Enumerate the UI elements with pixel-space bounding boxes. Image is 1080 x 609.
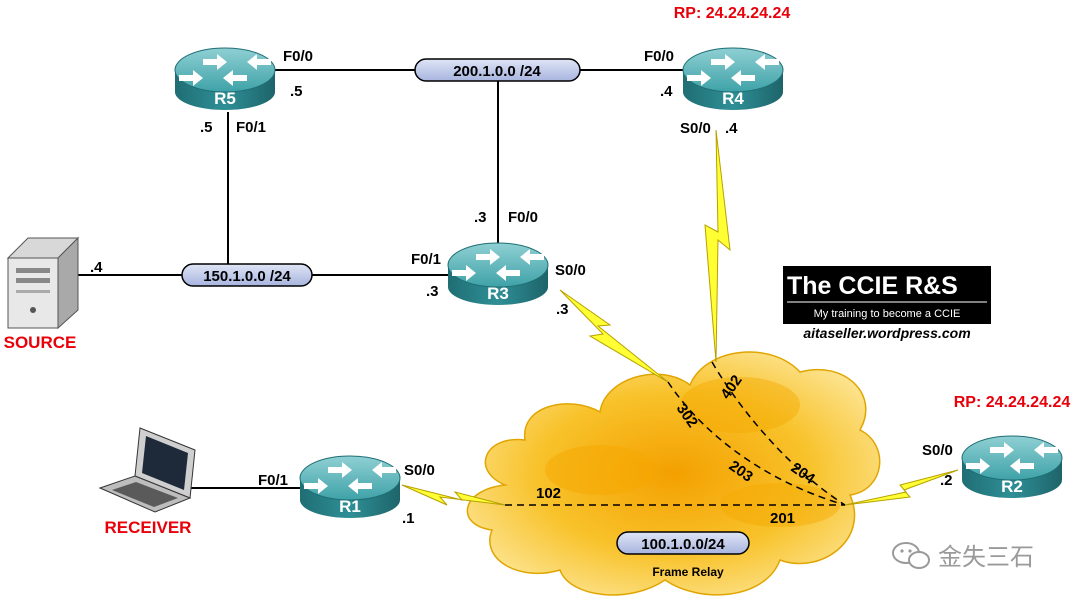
router-r2[interactable]: R2 [961, 435, 1063, 498]
network-200-label: 200.1.0.0 /24 [453, 63, 541, 80]
router-r1-label: R1 [339, 497, 361, 516]
receiver-laptop[interactable]: RECEIVER [98, 427, 196, 537]
watermark-text: 金失三石 [938, 544, 1034, 571]
logo-url[interactable]: aitaseller.wordpress.com [803, 325, 970, 341]
receiver-label: RECEIVER [105, 518, 192, 537]
network-100-label: 100.1.0.0/24 [641, 536, 725, 553]
r1-s00-ip: .1 [402, 510, 415, 527]
chat-bubble-icon [892, 542, 930, 569]
r3-s00-ip: .3 [556, 301, 569, 318]
r1-f01-label: F0/1 [258, 472, 288, 489]
r5-f00-label: F0/0 [283, 48, 313, 65]
dlci-201: 201 [770, 510, 795, 527]
network-200: 200.1.0.0 /24 [414, 58, 581, 82]
r3-f01-label: F0/1 [411, 251, 441, 268]
r4-rp-label: RP: 24.24.24.24 [674, 5, 791, 22]
r4-f00-ip: .4 [660, 83, 673, 100]
interface-labels: F0/0 .5 F0/1 .5 F0/0 .4 S0/0 .4 .3 F0/0 … [90, 48, 953, 527]
r5-f00-ip: .5 [290, 83, 303, 100]
router-r5[interactable]: R5 [174, 47, 276, 110]
r4-s00-ip: .4 [725, 120, 738, 137]
router-r4-label: R4 [722, 89, 744, 108]
r3-s00-label: S0/0 [555, 262, 586, 279]
serial-links [401, 129, 959, 506]
source-server[interactable]: SOURCE [4, 236, 80, 352]
frame-relay-pvcs [505, 361, 846, 506]
router-r3[interactable]: R3 [447, 242, 549, 305]
ccie-logo[interactable]: The CCIE R&S My training to become a CCI… [783, 266, 991, 341]
server-icon [6, 236, 80, 330]
watermark: 金失三石 [892, 542, 1034, 571]
r3-f00-label: F0/0 [508, 209, 538, 226]
laptop-icon [98, 427, 196, 513]
r4-f00-label: F0/0 [644, 48, 674, 65]
logo-tagline: My training to become a CCIE [814, 308, 961, 320]
source-ip: .4 [90, 259, 103, 276]
r1-s00-label: S0/0 [404, 462, 435, 479]
source-label: SOURCE [4, 333, 77, 352]
router-r1[interactable]: R1 [299, 455, 401, 518]
logo-title: The CCIE R&S [787, 272, 958, 300]
r3-f01-ip: .3 [426, 283, 439, 300]
dlci-102: 102 [536, 485, 561, 502]
r2-rp-label: RP: 24.24.24.24 [954, 394, 1071, 411]
r5-f01-ip: .5 [200, 119, 213, 136]
r5-f01-label: F0/1 [236, 119, 266, 136]
r4-s00-label: S0/0 [680, 120, 711, 137]
r3-f00-ip: .3 [474, 209, 487, 226]
network-100: 100.1.0.0/24 [616, 531, 750, 555]
router-r5-label: R5 [214, 89, 236, 108]
router-r3-label: R3 [487, 284, 509, 303]
network-150: 150.1.0.0 /24 [181, 263, 313, 287]
router-r2-label: R2 [1001, 477, 1023, 496]
router-r4[interactable]: R4 [682, 47, 784, 110]
network-150-label: 150.1.0.0 /24 [203, 268, 291, 285]
frame-relay-label: Frame Relay [652, 565, 724, 579]
r2-s00-ip: .2 [940, 472, 953, 489]
r2-s00-label: S0/0 [922, 442, 953, 459]
